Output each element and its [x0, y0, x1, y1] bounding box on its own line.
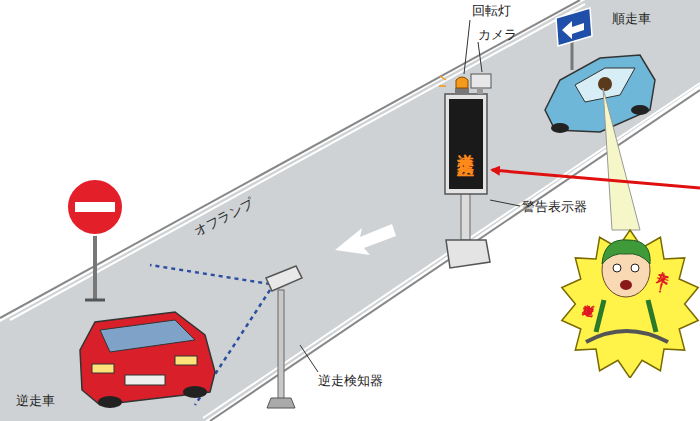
part-label: 逆走検知器 — [318, 374, 383, 388]
bubble-tail — [603, 88, 640, 230]
lane-line — [203, 83, 700, 418]
direction-arrow — [562, 21, 584, 39]
no-entry-sign — [67, 179, 123, 235]
direction-sign — [556, 8, 592, 46]
right-way-car — [545, 55, 655, 133]
leader-line — [478, 42, 482, 72]
display-pole — [461, 188, 470, 240]
part-label: カメラ — [478, 28, 517, 42]
road-edge — [0, 0, 580, 318]
hair — [602, 240, 650, 264]
rotating-lamp — [456, 77, 468, 88]
mouth — [620, 280, 632, 290]
camera — [471, 74, 491, 88]
lamp-rays — [439, 76, 446, 86]
camera-mount — [477, 88, 483, 94]
eye — [631, 264, 639, 272]
bubble-outline — [556, 222, 700, 378]
arms — [596, 300, 656, 332]
lane-line — [10, 4, 585, 320]
wrong-way-car — [80, 312, 215, 408]
part-label: 逆走車 — [16, 394, 55, 408]
road-arrow — [335, 224, 396, 255]
leader-line — [300, 345, 318, 372]
part-label: 警告表示器 — [522, 200, 587, 214]
display-base — [446, 240, 490, 268]
display-housing — [445, 94, 487, 194]
detector-base — [267, 398, 295, 408]
display-text: 逆走禁止 — [458, 140, 475, 148]
exclamation-text: 逆走車が — [583, 295, 596, 310]
speech-bubble: 逆走車が来た！ — [556, 222, 700, 378]
part-label: 回転灯 — [472, 4, 511, 18]
sign-pole — [93, 230, 97, 300]
no-entry-bar — [75, 202, 115, 212]
part-label: 順走車 — [612, 12, 651, 26]
detector-pole — [278, 290, 284, 400]
burst-shape — [562, 230, 698, 378]
eye — [613, 264, 621, 272]
detector-head — [266, 266, 302, 291]
leader-line — [490, 200, 520, 206]
attention-arrow — [492, 170, 700, 188]
steering-wheel — [586, 331, 668, 342]
lamp-base — [455, 88, 469, 94]
sign-base — [85, 299, 105, 302]
leader-line — [464, 20, 470, 74]
sign-pole — [571, 40, 574, 70]
warning-display: 逆走禁止 — [449, 99, 483, 189]
road-edge — [210, 90, 700, 421]
detection-zone — [150, 265, 270, 284]
